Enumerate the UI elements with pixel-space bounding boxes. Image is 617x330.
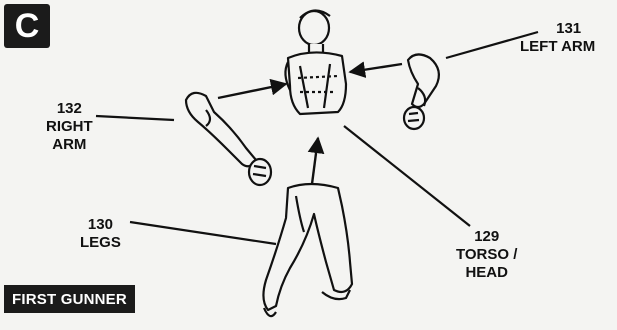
callout-label: LEGS [80, 234, 121, 252]
callout-label-line: TORSO / [456, 246, 517, 264]
callout-132: 132 RIGHT ARM [46, 100, 93, 154]
callout-label: LEFT ARM [520, 38, 595, 56]
caption-box: FIRST GUNNER [4, 285, 135, 313]
step-letter: C [15, 9, 40, 43]
assembly-arrow [218, 84, 286, 98]
callout-129: 129 TORSO / HEAD [456, 228, 517, 282]
leader-line-130 [130, 222, 276, 244]
step-badge: C [4, 4, 50, 48]
callout-number: 130 [80, 216, 121, 234]
assembly-arrow [312, 138, 318, 184]
callout-number: 132 [46, 100, 93, 118]
caption-text: FIRST GUNNER [12, 291, 127, 308]
right-arm-part [186, 93, 271, 185]
callout-number: 129 [456, 228, 517, 246]
left-arm-part [404, 54, 439, 129]
callout-131: 131 LEFT ARM [520, 20, 595, 56]
callout-number: 131 [520, 20, 595, 38]
torso-head-part [285, 10, 346, 114]
assembly-arrow [350, 64, 402, 72]
callout-label-line: HEAD [456, 264, 517, 282]
callout-label-line: RIGHT [46, 118, 93, 136]
legs-part [263, 184, 352, 316]
leader-line-132 [96, 116, 174, 120]
callout-label-line: ARM [46, 136, 93, 154]
callout-130: 130 LEGS [80, 216, 121, 252]
leader-line-129 [344, 126, 470, 226]
